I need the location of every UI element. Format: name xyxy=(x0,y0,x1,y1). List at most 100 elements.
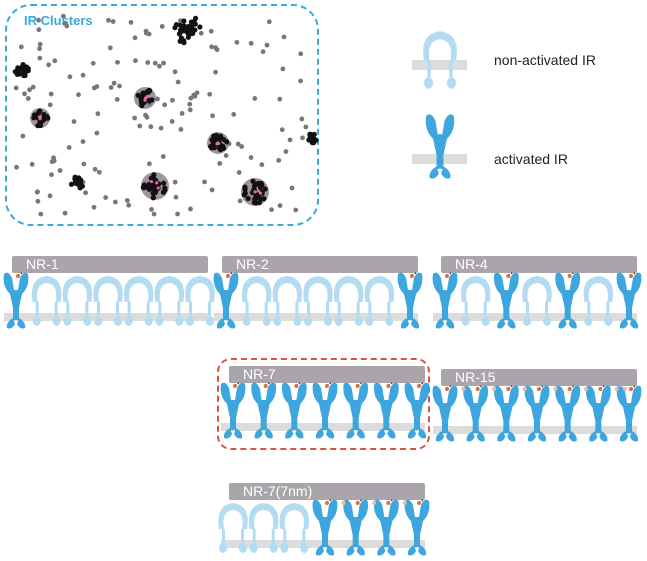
cluster-highlight-point xyxy=(149,179,154,184)
panel-receptor-nr4 xyxy=(616,272,642,329)
panel-receptor-nr2 xyxy=(397,272,423,329)
cluster-point xyxy=(250,178,256,184)
cluster-point xyxy=(138,97,144,104)
cluster-point xyxy=(147,88,153,94)
panel-receptor-nr4 xyxy=(555,272,581,329)
ir-clusters-title: IR Clusters xyxy=(24,13,93,28)
linker-strand xyxy=(342,499,345,503)
linker-dot xyxy=(445,387,449,391)
cluster-point xyxy=(211,133,217,139)
legend-activated-receptor xyxy=(425,114,455,179)
linker-dot xyxy=(372,501,377,505)
panel-label-nr4: NR-4 xyxy=(441,256,637,273)
receptor-point xyxy=(279,127,285,133)
receptor-point xyxy=(111,80,117,86)
linker-dot xyxy=(341,501,346,505)
receptor-point xyxy=(106,17,111,23)
receptor-point xyxy=(287,137,293,143)
linker-dot xyxy=(386,384,391,388)
panel-label-nr1: NR-1 xyxy=(12,256,208,273)
receptor-point xyxy=(207,91,213,97)
receptor-point xyxy=(209,44,215,50)
cluster-point xyxy=(215,137,221,143)
linker-dot xyxy=(402,501,407,505)
panel-receptor-nr4 xyxy=(493,272,519,329)
receptor-point xyxy=(80,72,86,78)
panel-receptor-nr2 xyxy=(241,276,272,326)
receptor-point xyxy=(209,187,215,193)
receptor-point xyxy=(235,141,241,147)
receptor-point xyxy=(172,179,178,185)
receptor-point xyxy=(187,101,193,107)
cluster-highlight-point xyxy=(216,141,220,145)
receptor-point xyxy=(298,78,303,84)
receptor-point xyxy=(169,119,175,124)
receptor-point xyxy=(277,96,283,102)
cluster-point xyxy=(148,175,154,181)
receptor-point xyxy=(248,155,254,160)
receptor-point xyxy=(47,102,53,108)
panel-receptor-nr7-7nm xyxy=(343,499,369,556)
linker-dot xyxy=(506,274,511,278)
receptor-point xyxy=(36,17,41,23)
panel-receptor-nr1 xyxy=(3,272,29,329)
panel-receptor-nr15 xyxy=(585,385,611,442)
panel-receptor-nr7 xyxy=(220,382,246,439)
linker-dot xyxy=(410,274,414,278)
cluster-point xyxy=(150,195,156,201)
cluster-highlight-point xyxy=(256,189,260,193)
receptor-point xyxy=(187,107,193,113)
receptor-point xyxy=(236,170,242,175)
panel-receptor-nr4 xyxy=(583,276,614,326)
receptor-point xyxy=(276,157,282,163)
receptor-point xyxy=(13,85,19,91)
receptor-point xyxy=(80,139,86,144)
cluster-highlight-point xyxy=(258,191,263,195)
panel-receptor-nr7 xyxy=(251,382,277,439)
receptor-point xyxy=(237,198,243,204)
cluster-point xyxy=(311,132,317,138)
receptor-point xyxy=(117,83,122,89)
receptor-point xyxy=(210,113,216,119)
linker-dot xyxy=(417,501,421,505)
panel-receptor-nr7-7nm xyxy=(248,503,279,553)
receptor-point xyxy=(95,111,101,117)
panel-receptor-nr1 xyxy=(154,276,185,326)
linker-dot xyxy=(475,387,480,391)
panel-label-nr15: NR-15 xyxy=(441,369,637,386)
panel-receptor-nr2 xyxy=(303,276,333,326)
panel-receptor-nr7-7nm xyxy=(218,503,248,553)
linker-strand xyxy=(404,499,407,503)
panel-receptor-nr7-7nm xyxy=(312,499,338,556)
receptor-point xyxy=(281,34,287,40)
legend-non-activated-label: non-activated IR xyxy=(494,52,596,68)
receptor-point xyxy=(143,112,148,118)
panel-receptor-nr7 xyxy=(373,382,399,439)
cluster-highlight-point xyxy=(253,190,257,194)
receptor-point xyxy=(52,58,58,64)
cluster-point xyxy=(208,143,214,150)
receptor-point xyxy=(83,190,88,196)
receptor-point xyxy=(71,119,77,124)
cluster-highlight-point xyxy=(38,115,42,119)
cluster-point xyxy=(224,139,230,145)
cluster-point xyxy=(161,180,167,186)
panel-receptor-nr4 xyxy=(460,276,491,326)
receptor-point xyxy=(252,96,258,101)
linker-dot xyxy=(567,274,572,278)
panel-receptor-nr7-7nm xyxy=(373,499,399,556)
receptor-point xyxy=(108,85,114,90)
receptor-point xyxy=(94,130,100,136)
linker-dot xyxy=(263,384,268,388)
receptor-point xyxy=(81,161,87,167)
panel-label-nr7: NR-7 xyxy=(229,366,425,383)
cluster-point xyxy=(241,192,247,198)
receptor-point xyxy=(96,169,102,175)
panel-receptor-nr7 xyxy=(343,382,369,439)
receptor-point xyxy=(160,154,166,159)
linker-dot xyxy=(355,501,360,505)
cluster-point xyxy=(44,113,50,120)
linker-dot xyxy=(584,387,589,391)
receptor-point xyxy=(266,19,272,25)
receptor-point xyxy=(128,19,134,25)
